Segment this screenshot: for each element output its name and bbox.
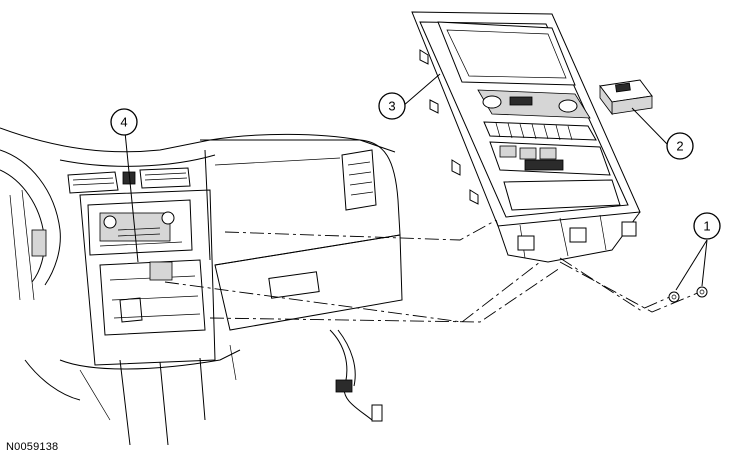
instrument-panel: [0, 127, 403, 446]
callout-3-number: 3: [388, 99, 395, 114]
callout-4-number: 4: [120, 115, 127, 130]
radio-unit: [87, 199, 193, 256]
callout-3: 3: [378, 92, 406, 120]
callout-2-number: 2: [676, 139, 683, 154]
hazard-switch: [599, 79, 653, 116]
figure-id-label: N0059138: [6, 441, 59, 453]
callout-2: 2: [666, 132, 694, 160]
callout-1-number: 1: [703, 219, 710, 234]
leader-lines: [123, 73, 708, 291]
callout-1: 1: [693, 212, 721, 240]
retaining-nuts: [668, 286, 708, 303]
alignment-lines: [164, 217, 701, 323]
callout-4: 4: [110, 108, 138, 136]
center-finish-panel: [411, 11, 641, 263]
